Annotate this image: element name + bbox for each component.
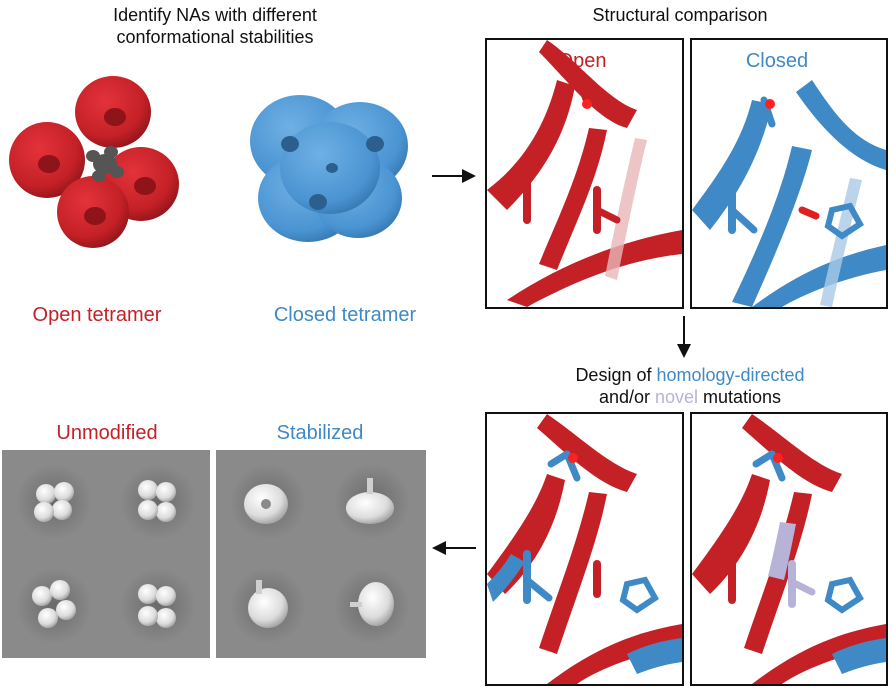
open-subunit-left <box>9 122 85 198</box>
title-line-1: Identify NAs with different <box>113 5 317 25</box>
design-homology-text: homology-directed <box>656 365 805 385</box>
novel-mutation-panel <box>690 412 888 686</box>
open-tetramer-figure <box>9 76 179 248</box>
design-title-line-1: Design of homology-directed <box>500 364 880 386</box>
closed-tetramer-body <box>250 95 408 242</box>
novel-mutation-ribbons <box>692 414 886 684</box>
closed-structure-ribbons <box>692 80 886 307</box>
open-structure-panel: Open <box>485 38 684 309</box>
panel-open-label: Open <box>557 50 607 72</box>
stabilized-class-4 <box>334 568 410 644</box>
design-suffix: mutations <box>698 387 782 407</box>
open-subunit-top <box>75 76 151 148</box>
closed-structure-panel: Closed <box>690 38 888 309</box>
structural-comparison-title: Structural comparison <box>592 5 768 25</box>
arrow-right-icon <box>432 169 476 183</box>
unmodified-class-3 <box>16 568 92 644</box>
panel-closed-label: Closed <box>745 50 809 72</box>
unmodified-class-1 <box>16 464 92 540</box>
stabilized-label: Stabilized <box>276 422 364 444</box>
open-tetramer-label: Open tetramer <box>32 304 162 326</box>
design-title-line-2: and/or novel mutations <box>500 386 880 408</box>
closed-tetramer-label: Closed tetramer <box>273 304 417 326</box>
design-and-or: and/or <box>598 387 655 407</box>
arrow-left-icon <box>432 541 476 555</box>
open-subunit-bottom <box>57 176 129 248</box>
unmodified-label: Unmodified <box>56 422 158 444</box>
title-line-2: conformational stabilities <box>116 27 314 47</box>
arrow-down-icon <box>677 316 691 358</box>
closed-tetramer-figure <box>250 95 408 242</box>
unmodified-class-4 <box>120 568 196 644</box>
unmodified-class-2 <box>120 464 196 540</box>
stabilized-class-2 <box>334 464 410 540</box>
closed-tetramer-pockets <box>281 136 384 210</box>
homology-mutation-panel <box>485 412 684 686</box>
stabilized-class-averages <box>216 450 426 658</box>
open-stalk-core <box>86 146 124 182</box>
design-novel-text: novel <box>654 387 699 407</box>
stabilized-class-1 <box>230 464 306 540</box>
stabilized-class-3 <box>230 568 306 644</box>
open-structure-ribbons <box>487 40 682 307</box>
homology-mutation-ribbons <box>487 414 682 684</box>
unmodified-class-averages <box>2 450 210 658</box>
design-prefix: Design of <box>575 365 657 385</box>
